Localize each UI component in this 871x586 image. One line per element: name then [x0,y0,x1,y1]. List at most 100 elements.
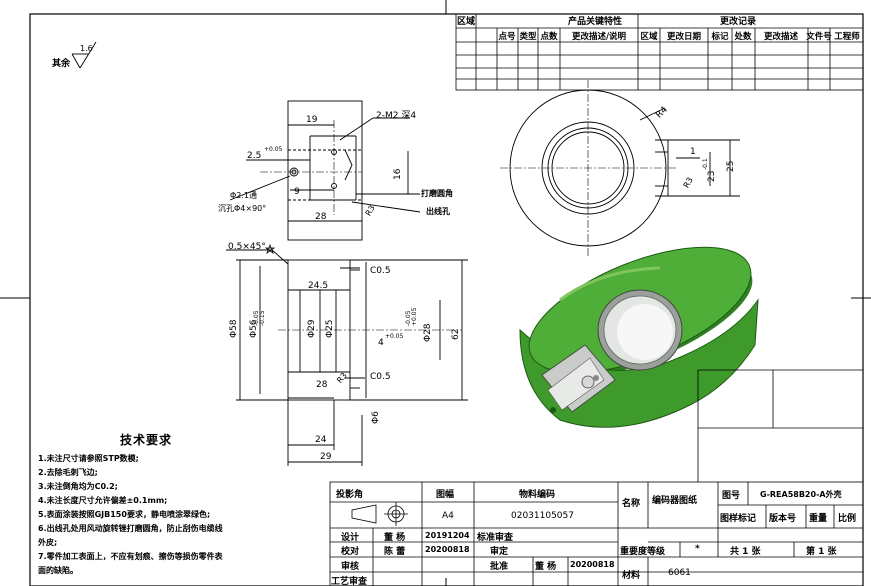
drawing-no-label: 图号 [722,491,741,501]
dim-9: 9 [294,187,300,197]
note-cable-hole: 出线孔 [426,206,450,216]
rev-sub-header: 更改描述/说明 [572,31,627,42]
dim-56-tol-b: -0.15 [259,310,266,326]
review-label: 审定 [490,547,509,557]
importance-value: * [695,544,700,554]
dim-c0-5-top: C0.5 [370,266,391,276]
note-round-corner: 打磨圆角 [421,188,453,198]
dim-23-tol: -0.1 [702,158,709,170]
dim-28-section: 28 [316,380,328,390]
rev-sub-header: 更改日期 [667,31,702,42]
dim-25: 25 [726,161,736,172]
requirement-item: 4.未注长度尺寸允许偏差±0.1mm; [38,496,168,505]
3d-model [519,246,759,428]
star-mark [264,243,276,255]
dim-25-bore: Φ25 [325,319,335,338]
rev-sub-header: 文件号 [806,31,832,42]
material-code-label: 物料编码 [519,490,556,500]
dim-r3-section: R3 [335,371,349,385]
dim-56: Φ56 [249,319,259,338]
design-name: 董 杨 [384,533,406,543]
material-label: 材料 [622,571,641,581]
requirement-item: 7.零件加工表面上，不应有划痕、擦伤等损伤零件表 [38,552,223,561]
dim-r3-front: R3 [682,176,695,190]
sheet-number: 第 1 张 [806,547,837,557]
dim-6: Φ6 [371,411,381,424]
dim-1: 1 [690,147,696,157]
format-value: A4 [442,511,454,521]
dim-thread: 2-M2 深4 [376,110,416,121]
design-label: 设计 [341,533,360,543]
requirement-item: 外皮; [38,538,58,547]
name-label: 名称 [622,499,641,509]
dim-28: 28 [315,212,327,222]
format-label: 图幅 [436,490,455,500]
projection-symbol [351,502,408,526]
rev-change-record-header: 更改记录 [720,15,756,27]
rev-sub-header: 类型 [519,31,537,42]
check-date: 20200818 [425,545,470,554]
dim-56-tol-a: -0.05 [253,310,260,326]
rev-sub-header: 点数 [540,31,558,42]
importance-label: 重要度等级 [620,547,666,557]
requirement-item: 1.未注尺寸请参照STP数模; [38,454,139,463]
dim-16: 16 [393,168,403,180]
scale-label: 比例 [838,514,857,524]
drawing-no-value: G-REA58B20-A外壳 [760,490,842,499]
check-name: 陈 蕾 [384,547,406,557]
side-view [229,100,421,241]
dim-c0-5-bottom: C0.5 [370,372,391,382]
rev-sub-header: 区域 [640,31,658,42]
projection-label: 投影角 [336,490,364,500]
surface-finish-value: 1.6 [80,44,93,53]
dim-28-tol-a: +0.05 [411,307,418,326]
name-value: 编码器图纸 [652,496,698,506]
material-value: 6061 [668,568,691,578]
dim-r4: R4 [654,105,670,121]
dim-2-5-tol: +0.05 [264,146,283,153]
approve-label: 批准 [490,562,509,572]
rev-sub-header: 工程师 [834,31,860,42]
rev-sub-header: 点号 [498,31,516,42]
surface-finish-symbol [71,41,97,69]
sample-mark-label: 图样标记 [720,514,757,524]
dim-2-5: 2.5 [247,151,261,161]
standard-review-label: 标准审查 [477,533,514,543]
requirement-item: 2.去除毛刺飞边; [38,468,98,477]
material-code-value: 02031105057 [511,511,574,521]
weight-label: 重量 [809,514,828,524]
dim-29: 29 [320,452,332,462]
check-label: 校对 [341,547,360,557]
section-view [226,249,468,466]
title-block-grid [329,369,864,586]
dim-countersink: 沉孔Φ4×90° [218,204,266,213]
dim-chamfer: 0.5×45° [228,242,266,252]
requirement-item: 面的缺陷。 [38,566,78,575]
rev-sub-header: 标记 [710,31,729,42]
design-date: 20191204 [425,531,470,540]
rev-sub-header: 处数 [733,31,752,42]
total-sheets: 共 1 张 [730,547,761,557]
revision-table [455,13,864,91]
approve-date: 20200818 [570,560,615,569]
dim-28-bore: Φ28 [423,323,433,342]
tech-requirements-title: 技术要求 [120,433,173,447]
dim-24-5: 24.5 [308,281,328,291]
dim-29-bore: Φ29 [307,319,317,338]
surface-finish-label: 其余 [52,57,71,69]
requirement-item: 6.出线孔处用风动旋转锉打磨圆角，防止刮伤电缆线 [38,524,223,533]
version-label: 版本号 [769,514,797,524]
tech-requirements-list: 1.未注尺寸请参照STP数模; 2.去除毛刺飞边; 3.未注倒角均为C0.2; … [38,452,308,578]
dim-58: Φ58 [229,319,239,338]
audit-label: 审核 [341,562,360,572]
rev-sub-header: 更改描述 [764,31,799,42]
dim-23: 23 [707,171,717,182]
rev-region-header: 区域 [457,15,475,27]
front-view [500,80,740,256]
requirement-item: 3.未注倒角均为C0.2; [38,482,118,491]
dim-24: 24 [315,435,327,445]
rev-key-char-header: 产品关键特性 [568,15,622,27]
dim-19: 19 [306,115,318,125]
